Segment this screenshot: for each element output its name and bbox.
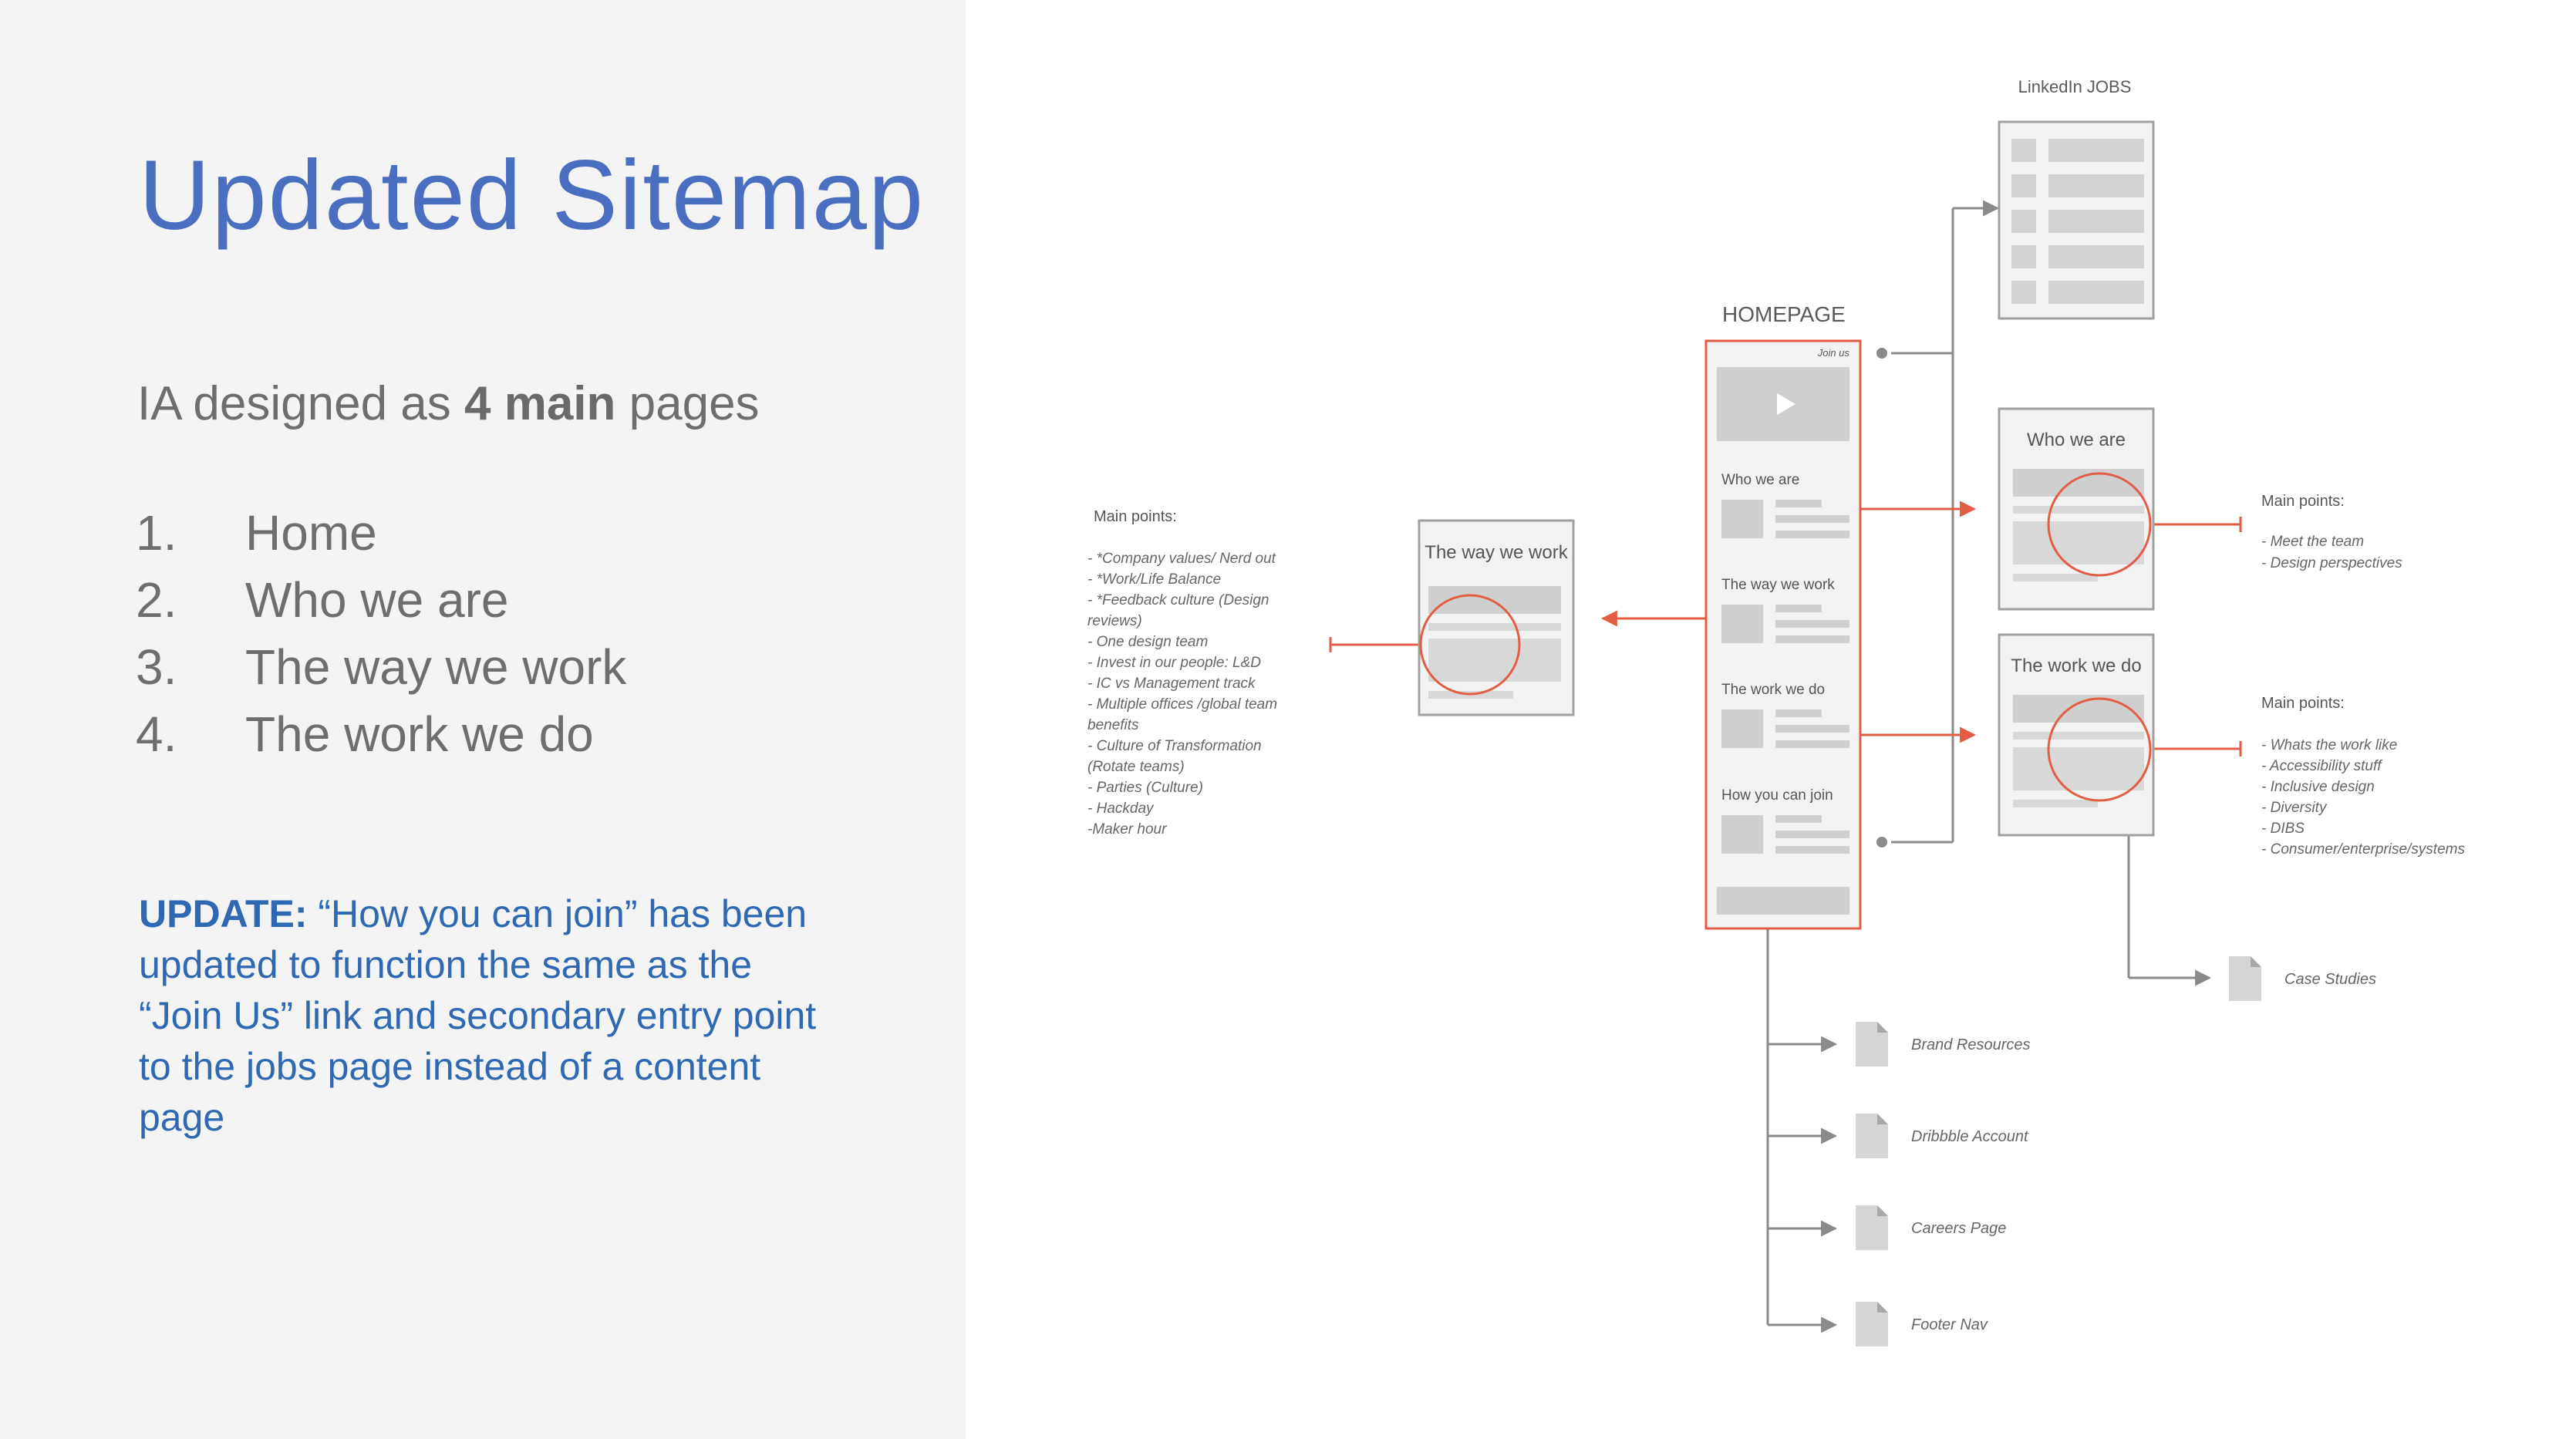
point-item: reviews) [1087,613,1142,629]
point-item: - Meet the team [2261,534,2364,550]
point-item: - *Company values/ Nerd out [1087,551,1276,567]
point-item: - *Work/Life Balance [1087,571,1221,588]
page-list: 1. Home 2. Who we are 3. The way we work 4.… [136,504,626,773]
document-icon [1856,1114,1888,1158]
who-we-are-title: Who we are [2027,430,2126,450]
point-item: - Parties (Culture) [1087,780,1203,796]
list-item-number: 3. [136,639,177,695]
point-item: - Multiple offices /global team [1087,696,1277,713]
document-footer-nav: Footer Nav [1856,1302,1988,1346]
points-title: Main points: [2261,695,2345,712]
list-item: 1. Home [136,504,626,571]
document-case-studies: Case Studies [2229,956,2376,1001]
homepage-frame: Join us Who we are The way we work The w… [1704,339,1862,930]
homepage-section-label: The work we do [1721,682,1825,698]
way-we-work-frame: The way we work [1418,519,1575,716]
point-item: - One design team [1087,634,1208,650]
point-item: -Maker hour [1087,821,1167,837]
work-we-do-title: The work we do [2011,655,2141,676]
left-panel: Updated Sitemap IA designed as 4 main pa… [0,0,966,1439]
homepage-title: HOMEPAGE [1722,302,1846,326]
point-item: - DIBS [2261,821,2305,837]
point-item: benefits [1087,717,1139,733]
connector-lines [1766,200,2212,1333]
point-item: - IC vs Management track [1087,676,1256,692]
point-item: - Diversity [2261,800,2328,816]
who-we-are-frame: Who we are [1998,407,2155,611]
list-item-label: Home [245,505,377,561]
update-label: UPDATE: [139,892,308,935]
point-item: - Hackday [1087,800,1155,817]
work-we-do-frame: The work we do [1998,633,2155,837]
point-item: - Consumer/enterprise/systems [2261,841,2465,858]
points-title: Main points: [1094,508,1177,525]
homepage-section-label: The way we work [1721,577,1835,593]
magnifier-highlight [2047,697,2152,802]
page-title: Updated Sitemap [139,140,926,251]
point-item: - Inclusive design [2261,779,2375,795]
subtitle: IA designed as 4 main pages [137,376,760,431]
update-note: UPDATE: “How you can join” has been upda… [139,888,818,1143]
point-item: - Culture of Transformation [1087,738,1262,754]
point-item: - *Feedback culture (Design [1087,592,1269,608]
list-item-label: The work we do [245,706,594,762]
subtitle-pre: IA designed as [137,377,464,430]
list-item: 3. The way we work [136,639,626,706]
linkedin-jobs-frame [1998,120,2155,320]
update-text: “How you can join” has been updated to f… [139,892,817,1139]
way-we-work-title: The way we work [1425,542,1568,563]
magnifier-highlight [1419,594,1521,696]
list-item-number: 1. [136,505,177,561]
document-label: Careers Page [1911,1220,2006,1237]
list-item-number: 4. [136,706,177,762]
document-label: Case Studies [2284,971,2376,988]
list-item: 4. The work we do [136,706,626,773]
magnifier-highlight [2047,472,2152,577]
play-icon [1777,393,1795,415]
document-brand-resources: Brand Resources [1856,1022,2031,1067]
footer-placeholder [1717,887,1849,915]
document-icon [1856,1302,1888,1346]
point-item: - Accessibility stuff [2261,758,2382,774]
point-item: - Design perspectives [2261,555,2402,571]
list-item-number: 2. [136,572,177,628]
document-label: Footer Nav [1911,1316,1988,1333]
point-item: (Rotate teams) [1087,759,1185,775]
linkedin-title: LinkedIn JOBS [2018,77,2132,96]
document-label: Dribbble Account [1911,1128,2029,1145]
homepage-section-label: How you can join [1721,787,1833,804]
join-us-link[interactable]: Join us [1817,347,1850,359]
document-icon [1856,1205,1888,1250]
document-label: Brand Resources [1911,1036,2031,1053]
list-item-label: The way we work [245,639,627,695]
list-item: 2. Who we are [136,571,626,639]
list-item-label: Who we are [245,572,509,628]
point-item: - Whats the work like [2261,737,2397,753]
document-icon [1856,1022,1888,1067]
point-item: - Invest in our people: L&D [1087,655,1261,671]
highlight-connectors [1329,500,2242,757]
document-careers-page: Careers Page [1856,1205,2006,1250]
document-dribbble-account: Dribbble Account [1856,1114,2029,1158]
document-icon [2229,956,2261,1001]
subtitle-bold: 4 main [464,377,616,430]
subtitle-post: pages [615,377,760,430]
points-title: Main points: [2261,493,2345,510]
homepage-section-label: Who we are [1721,472,1799,488]
